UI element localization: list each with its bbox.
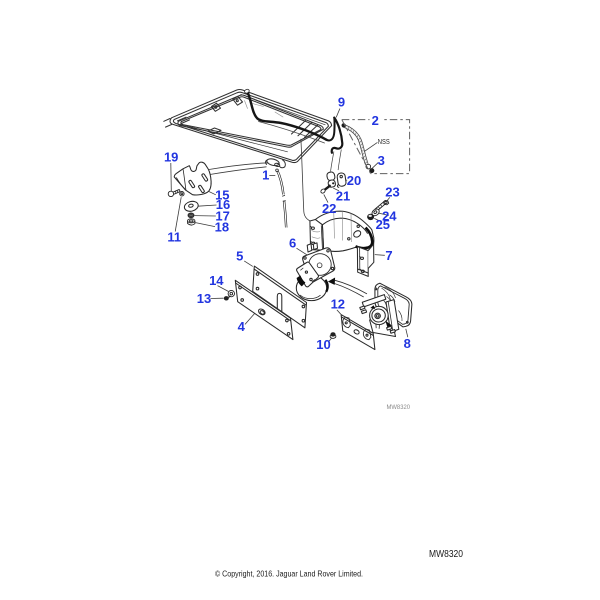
svg-text:1: 1 [262, 167, 269, 182]
svg-text:23: 23 [385, 185, 399, 200]
svg-text:12: 12 [331, 297, 345, 312]
svg-text:NSS: NSS [378, 137, 390, 146]
svg-text:15: 15 [215, 187, 229, 202]
svg-text:10: 10 [316, 337, 330, 352]
svg-text:4: 4 [238, 319, 246, 334]
svg-text:5: 5 [236, 249, 243, 264]
svg-text:17: 17 [215, 208, 229, 223]
svg-text:7: 7 [385, 248, 392, 263]
svg-text:13: 13 [197, 291, 211, 306]
svg-text:MW8320: MW8320 [387, 404, 411, 411]
svg-text:24: 24 [382, 208, 397, 223]
svg-text:20: 20 [347, 173, 361, 188]
svg-text:2: 2 [372, 113, 379, 128]
svg-text:© Copyright, 2016. Jaguar Land: © Copyright, 2016. Jaguar Land Rover Lim… [215, 569, 363, 579]
svg-text:25: 25 [376, 217, 390, 232]
svg-text:18: 18 [215, 219, 229, 234]
svg-text:19: 19 [164, 149, 178, 164]
svg-text:6: 6 [289, 236, 296, 251]
svg-text:11: 11 [167, 229, 181, 244]
svg-text:8: 8 [404, 336, 411, 351]
svg-text:9: 9 [338, 95, 345, 110]
svg-text:22: 22 [322, 201, 336, 216]
svg-text:14: 14 [209, 273, 224, 288]
svg-text:21: 21 [336, 188, 350, 203]
svg-text:3: 3 [378, 153, 385, 168]
svg-text:16: 16 [216, 197, 230, 212]
svg-text:MW8320: MW8320 [429, 549, 463, 560]
